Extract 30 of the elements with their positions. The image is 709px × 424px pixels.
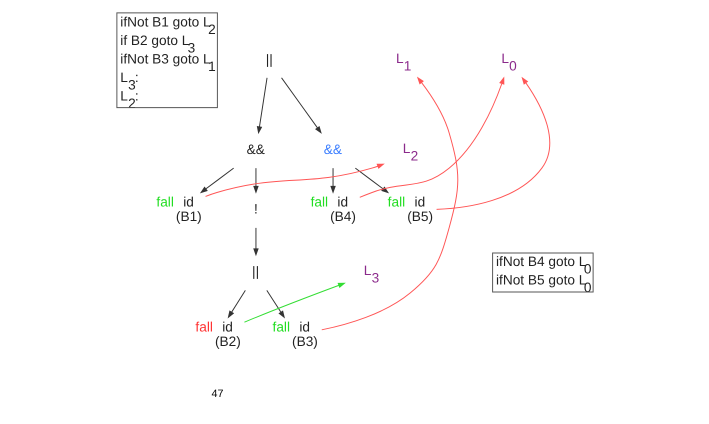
node-text: !	[253, 202, 258, 217]
arrow	[320, 76, 458, 330]
node-text: &&	[246, 142, 264, 158]
node-text: id (B3)	[292, 319, 318, 349]
arrow	[243, 282, 346, 323]
arrow	[252, 168, 258, 194]
arrow	[199, 168, 234, 194]
arrow	[280, 77, 322, 134]
node-text: id (B5)	[406, 194, 433, 224]
node-text: &&	[323, 142, 342, 158]
arrow	[256, 77, 268, 134]
arrow	[354, 168, 389, 194]
node-text: id (B2)	[214, 319, 240, 349]
arrow	[266, 290, 284, 318]
arrow	[358, 76, 504, 198]
node-text: ||	[252, 264, 259, 280]
arrow	[204, 164, 384, 197]
arrow	[252, 227, 258, 256]
node-label: fall	[272, 319, 290, 334]
arrow	[436, 76, 550, 210]
label: 47	[211, 388, 223, 400]
node-text: id (B4)	[330, 194, 356, 224]
node-text: ||	[265, 52, 272, 67]
node-text: id (B1)	[175, 194, 202, 224]
arrow	[227, 290, 246, 318]
node-label: fall	[194, 319, 212, 334]
node-label: fall	[387, 194, 405, 210]
node-label: fall	[310, 194, 328, 210]
node-label: fall	[156, 194, 174, 210]
arrow	[330, 168, 336, 194]
